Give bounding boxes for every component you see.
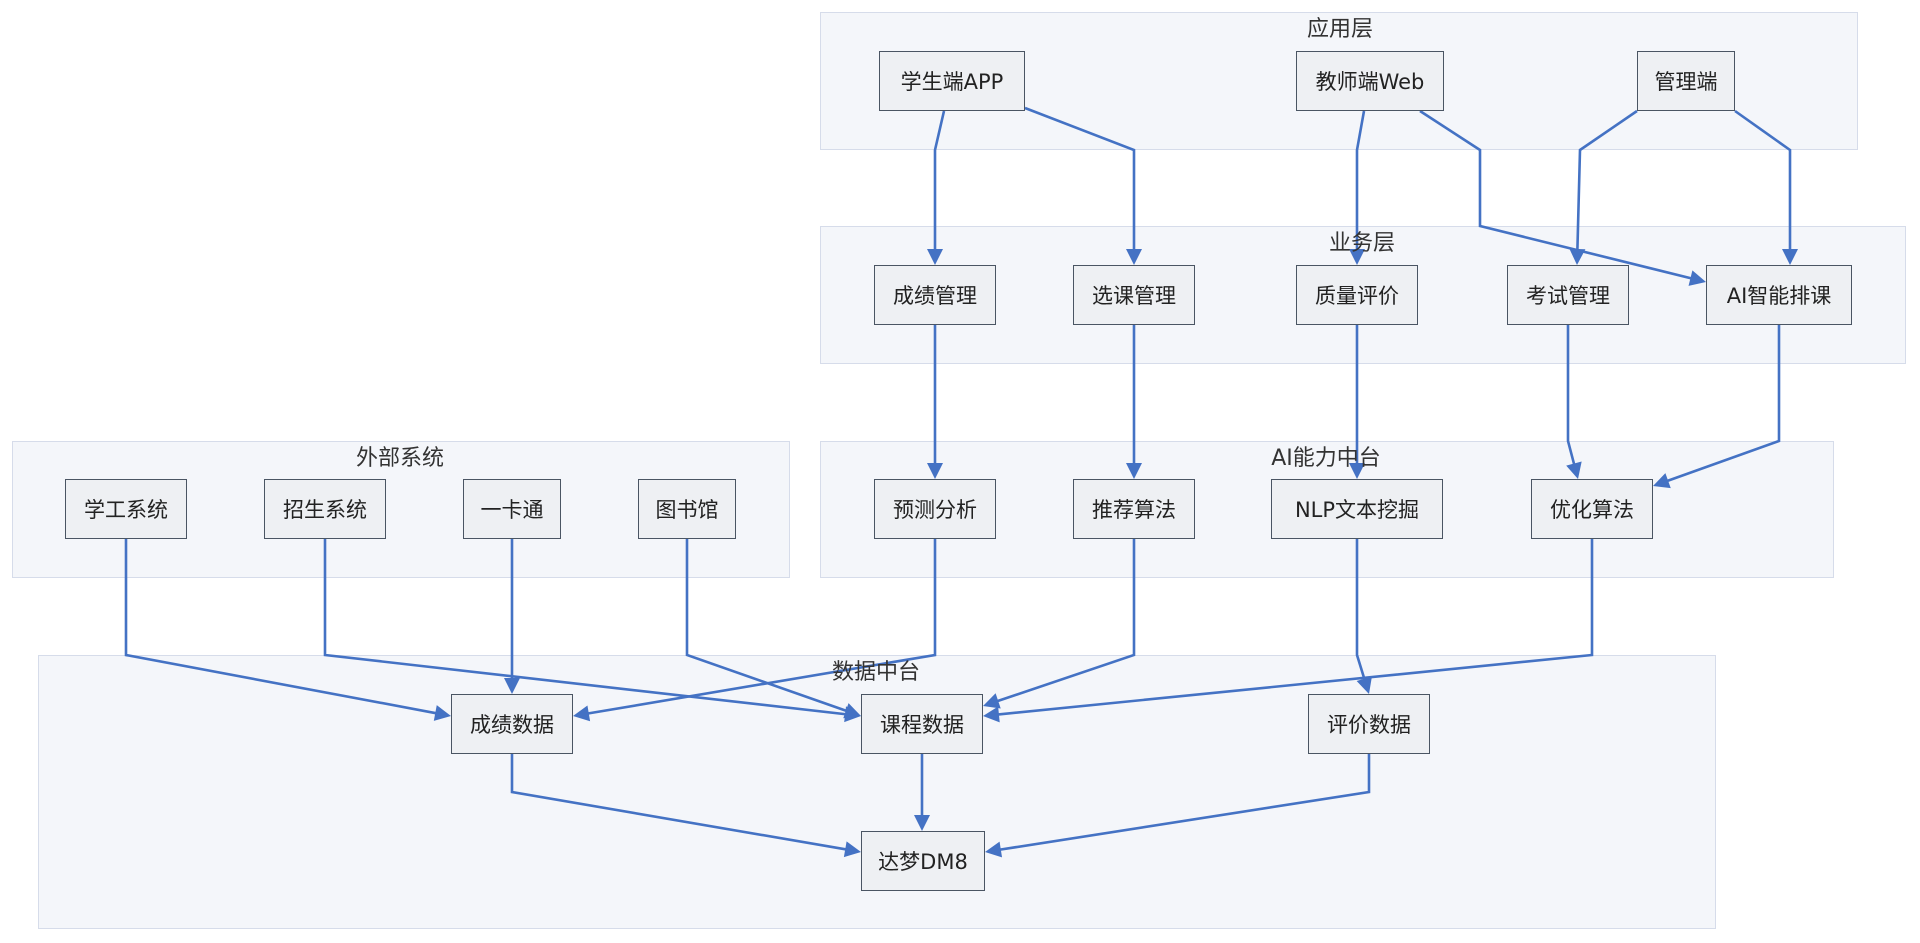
node-grade-management[interactable]: 成绩管理 bbox=[874, 265, 996, 325]
group-title-business: 业务层 bbox=[1328, 231, 1396, 256]
node-dameng-dm8[interactable]: 达梦DM8 bbox=[861, 831, 985, 891]
node-library[interactable]: 图书馆 bbox=[638, 479, 736, 539]
node-nlp-text-mining[interactable]: NLP文本挖掘 bbox=[1271, 479, 1443, 539]
node-course-selection[interactable]: 选课管理 bbox=[1073, 265, 1195, 325]
node-teacher-web[interactable]: 教师端Web bbox=[1296, 51, 1444, 111]
node-optimization-algorithm[interactable]: 优化算法 bbox=[1531, 479, 1653, 539]
node-student-app[interactable]: 学生端APP bbox=[879, 51, 1025, 111]
node-exam-management[interactable]: 考试管理 bbox=[1507, 265, 1629, 325]
group-title-data: 数据中台 bbox=[831, 660, 921, 685]
node-grade-data[interactable]: 成绩数据 bbox=[451, 694, 573, 754]
node-recommendation-algorithm[interactable]: 推荐算法 bbox=[1073, 479, 1195, 539]
group-title-ai: AI能力中台 bbox=[1271, 446, 1381, 471]
node-campus-card[interactable]: 一卡通 bbox=[463, 479, 561, 539]
node-admin[interactable]: 管理端 bbox=[1637, 51, 1735, 111]
node-student-affairs-system[interactable]: 学工系统 bbox=[65, 479, 187, 539]
node-quality-evaluation[interactable]: 质量评价 bbox=[1296, 265, 1418, 325]
node-admission-system[interactable]: 招生系统 bbox=[264, 479, 386, 539]
node-predictive-analysis[interactable]: 预测分析 bbox=[874, 479, 996, 539]
group-title-application: 应用层 bbox=[1306, 17, 1374, 42]
node-evaluation-data[interactable]: 评价数据 bbox=[1308, 694, 1430, 754]
node-ai-scheduling[interactable]: AI智能排课 bbox=[1706, 265, 1852, 325]
node-course-data[interactable]: 课程数据 bbox=[861, 694, 983, 754]
group-title-external: 外部系统 bbox=[355, 446, 445, 471]
